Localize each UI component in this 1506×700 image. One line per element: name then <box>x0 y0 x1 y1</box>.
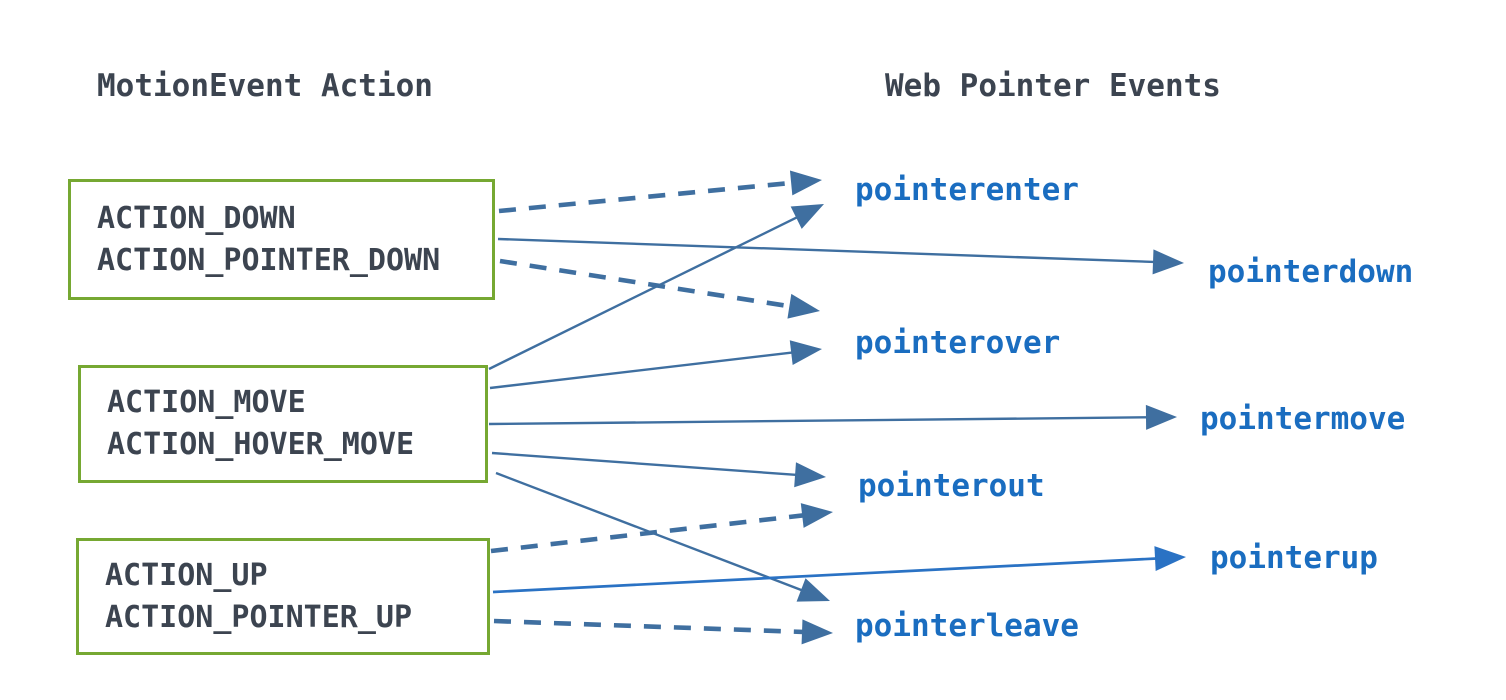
connection-action-down-to-pointerdown <box>497 237 1184 275</box>
action-label-action-pointer-down: ACTION_POINTER_DOWN <box>97 242 441 278</box>
action-label-action-down: ACTION_DOWN <box>97 200 296 236</box>
event-label-pointerdown: pointerdown <box>1208 254 1414 290</box>
action-label-action-move: ACTION_MOVE <box>107 385 306 420</box>
event-label-pointerenter: pointerenter <box>855 172 1079 208</box>
event-label-pointerup: pointerup <box>1210 540 1378 576</box>
column-heading-motionevent-action: MotionEvent Action <box>97 68 433 104</box>
action-label-action-up: ACTION_UP <box>105 557 268 593</box>
action-label-action-hover-move: ACTION_HOVER_MOVE <box>107 427 415 462</box>
connection-action-down-to-pointerover <box>499 258 820 319</box>
connection-action-move-to-pointermove <box>488 404 1177 430</box>
event-label-pointerleave: pointerleave <box>855 608 1079 644</box>
connection-action-move-to-pointerout <box>491 451 826 488</box>
action-box-move: ACTION_MOVE ACTION_HOVER_MOVE <box>78 365 488 483</box>
connection-action-up-to-pointerup <box>492 546 1186 594</box>
action-box-down: ACTION_DOWN ACTION_POINTER_DOWN <box>68 179 495 300</box>
event-label-pointermove: pointermove <box>1200 401 1406 437</box>
column-heading-web-pointer-events: Web Pointer Events <box>885 68 1221 104</box>
connection-action-up-to-pointerout <box>490 503 833 554</box>
event-label-pointerover: pointerover <box>855 325 1061 361</box>
connection-action-up-to-pointerleave <box>493 618 833 645</box>
connection-action-move-to-pointerover <box>489 340 822 390</box>
action-label-action-pointer-up: ACTION_POINTER_UP <box>105 599 413 635</box>
connection-action-down-to-pointerenter <box>498 170 822 214</box>
event-label-pointerout: pointerout <box>858 468 1045 504</box>
connection-action-move-to-pointerenter <box>488 204 824 371</box>
action-box-up: ACTION_UP ACTION_POINTER_UP <box>76 538 490 655</box>
